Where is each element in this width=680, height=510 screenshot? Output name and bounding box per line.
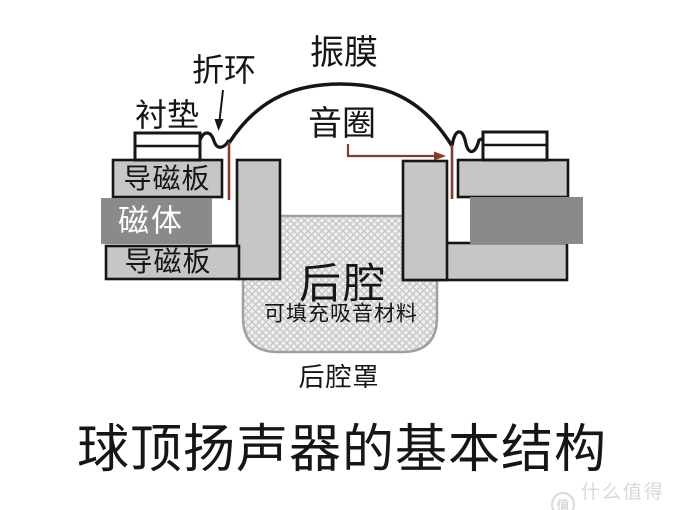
- left-pole-piece: [235, 158, 282, 281]
- right-top-plate: [456, 158, 570, 199]
- right-magnet: [470, 197, 583, 244]
- voice-coil-pointer-line: [346, 144, 436, 158]
- left-surround-squiggle: [198, 131, 231, 149]
- label-top-plate-left: 导磁板: [123, 163, 211, 194]
- surround-pointer-line: [218, 89, 224, 122]
- label-diaphragm: 振膜: [310, 34, 378, 72]
- label-voice-coil: 音圈: [308, 105, 376, 143]
- label-gasket: 衬垫: [134, 97, 200, 133]
- left-bottom-plate: [104, 244, 241, 281]
- label-surround: 折环: [191, 52, 257, 88]
- diagram-title: 球顶扬声器的基本结构: [76, 421, 608, 479]
- label-bottom-plate-left: 导磁板: [124, 246, 212, 277]
- label-rear-cover: 后腔罩: [298, 362, 380, 392]
- label-rear-chamber-note: 可填充吸音材料: [264, 302, 418, 326]
- watermark-badge-icon: 值: [551, 491, 575, 510]
- label-magnet-left: 磁体: [118, 203, 184, 239]
- label-rear-chamber: 后腔: [298, 260, 388, 307]
- rear-chamber-shape: [241, 214, 439, 354]
- diaphragm-dome-curve: [227, 82, 454, 147]
- watermark: 值 什么值得买: [551, 477, 680, 510]
- watermark-text: 什么值得买: [580, 482, 665, 510]
- left-magnet: [101, 198, 212, 244]
- left-top-plate: [111, 158, 224, 199]
- surround-pointer-arrowhead: [214, 119, 224, 131]
- voice-coil-pointer-arrowhead: [434, 151, 446, 161]
- right-pole-piece: [401, 159, 449, 282]
- right-surround-squiggle: [450, 130, 485, 154]
